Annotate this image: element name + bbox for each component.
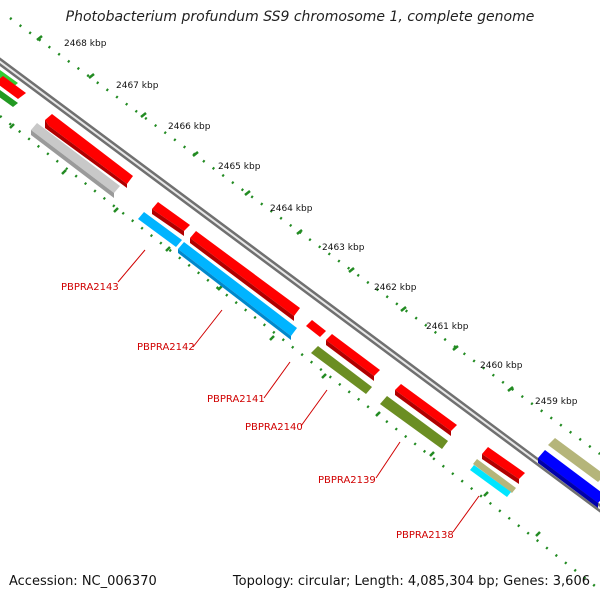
gene-label-pbpra2142: PBPRA2142 bbox=[137, 342, 195, 353]
forward-features bbox=[0, 70, 600, 484]
kbp-label-2460: 2460 kbp bbox=[480, 361, 523, 371]
gene-feature-red-3-shade bbox=[190, 238, 294, 321]
kbp-label-2468: 2468 kbp bbox=[64, 39, 107, 49]
gene-feature-green bbox=[0, 70, 18, 87]
gene-feature-red-4 bbox=[306, 320, 326, 337]
gene-label-pbpra2143: PBPRA2143 bbox=[61, 282, 119, 293]
inner-ruler bbox=[0, 115, 600, 591]
gene-feature-red-5-shade bbox=[326, 340, 374, 381]
gene-label-pbpra2138: PBPRA2138 bbox=[396, 530, 454, 541]
outer-ruler-ticks bbox=[36, 35, 514, 392]
genome-backbone-highlight bbox=[0, 60, 600, 510]
kbp-label-2459: 2459 kbp bbox=[535, 397, 578, 407]
kbp-label-2466: 2466 kbp bbox=[168, 122, 211, 132]
gene-feature-khaki-2 bbox=[473, 459, 516, 493]
gene-label-pbpra2139: PBPRA2139 bbox=[318, 475, 376, 486]
gene-feature-red-3 bbox=[190, 231, 300, 316]
gene-feature-olive-1 bbox=[311, 346, 372, 394]
gene-feature-red-6 bbox=[395, 384, 457, 431]
kbp-label-2463: 2463 kbp bbox=[322, 243, 365, 253]
topology-text: Topology: circular; Length: 4,085,304 bp… bbox=[232, 574, 590, 589]
kbp-label-2467: 2467 kbp bbox=[116, 81, 159, 91]
gene-feature-red-5 bbox=[326, 334, 380, 376]
gene-feature-gray-shade bbox=[31, 130, 114, 198]
gene-feature-red-6-shade bbox=[395, 390, 451, 436]
gene-feature-red-1-shade bbox=[45, 120, 127, 188]
gene-feature-red-7 bbox=[482, 447, 525, 479]
gene-label-pbpra2141: PBPRA2141 bbox=[207, 394, 265, 405]
gene-feature-blue-shade bbox=[538, 458, 598, 508]
kbp-label-2465: 2465 kbp bbox=[218, 162, 261, 172]
reverse-features bbox=[31, 123, 600, 508]
kbp-label-2461: 2461 kbp bbox=[426, 322, 469, 332]
accession-text: Accession: NC_006370 bbox=[9, 574, 157, 589]
gene-feature-olive-2 bbox=[380, 396, 448, 449]
gene-feature-cyan-1 bbox=[138, 212, 182, 247]
gene-feature-cyan-2-shade bbox=[178, 249, 291, 340]
gene-feature-red-edge bbox=[0, 76, 26, 99]
gene-feature-khaki-1 bbox=[548, 438, 600, 482]
kbp-label-2462: 2462 kbp bbox=[374, 283, 417, 293]
gene-feature-red-7-shade bbox=[482, 454, 519, 484]
gene-feature-red-2 bbox=[152, 202, 190, 231]
gene-feature-green-2 bbox=[0, 90, 18, 107]
gene-feature-light-cyan bbox=[470, 465, 511, 497]
gene-feature-cyan-2 bbox=[178, 242, 297, 336]
map-title: Photobacterium profundum SS9 chromosome … bbox=[65, 9, 535, 25]
gene-feature-blue bbox=[538, 450, 600, 503]
label-leaders bbox=[117, 249, 480, 533]
gene-feature-gray bbox=[31, 123, 120, 193]
gene-label-pbpra2140: PBPRA2140 bbox=[245, 422, 303, 433]
gene-feature-red-2-shade bbox=[152, 209, 184, 236]
gene-feature-red-1 bbox=[45, 114, 133, 184]
kbp-label-2464: 2464 kbp bbox=[270, 204, 313, 214]
inner-ruler-ticks bbox=[9, 123, 541, 537]
